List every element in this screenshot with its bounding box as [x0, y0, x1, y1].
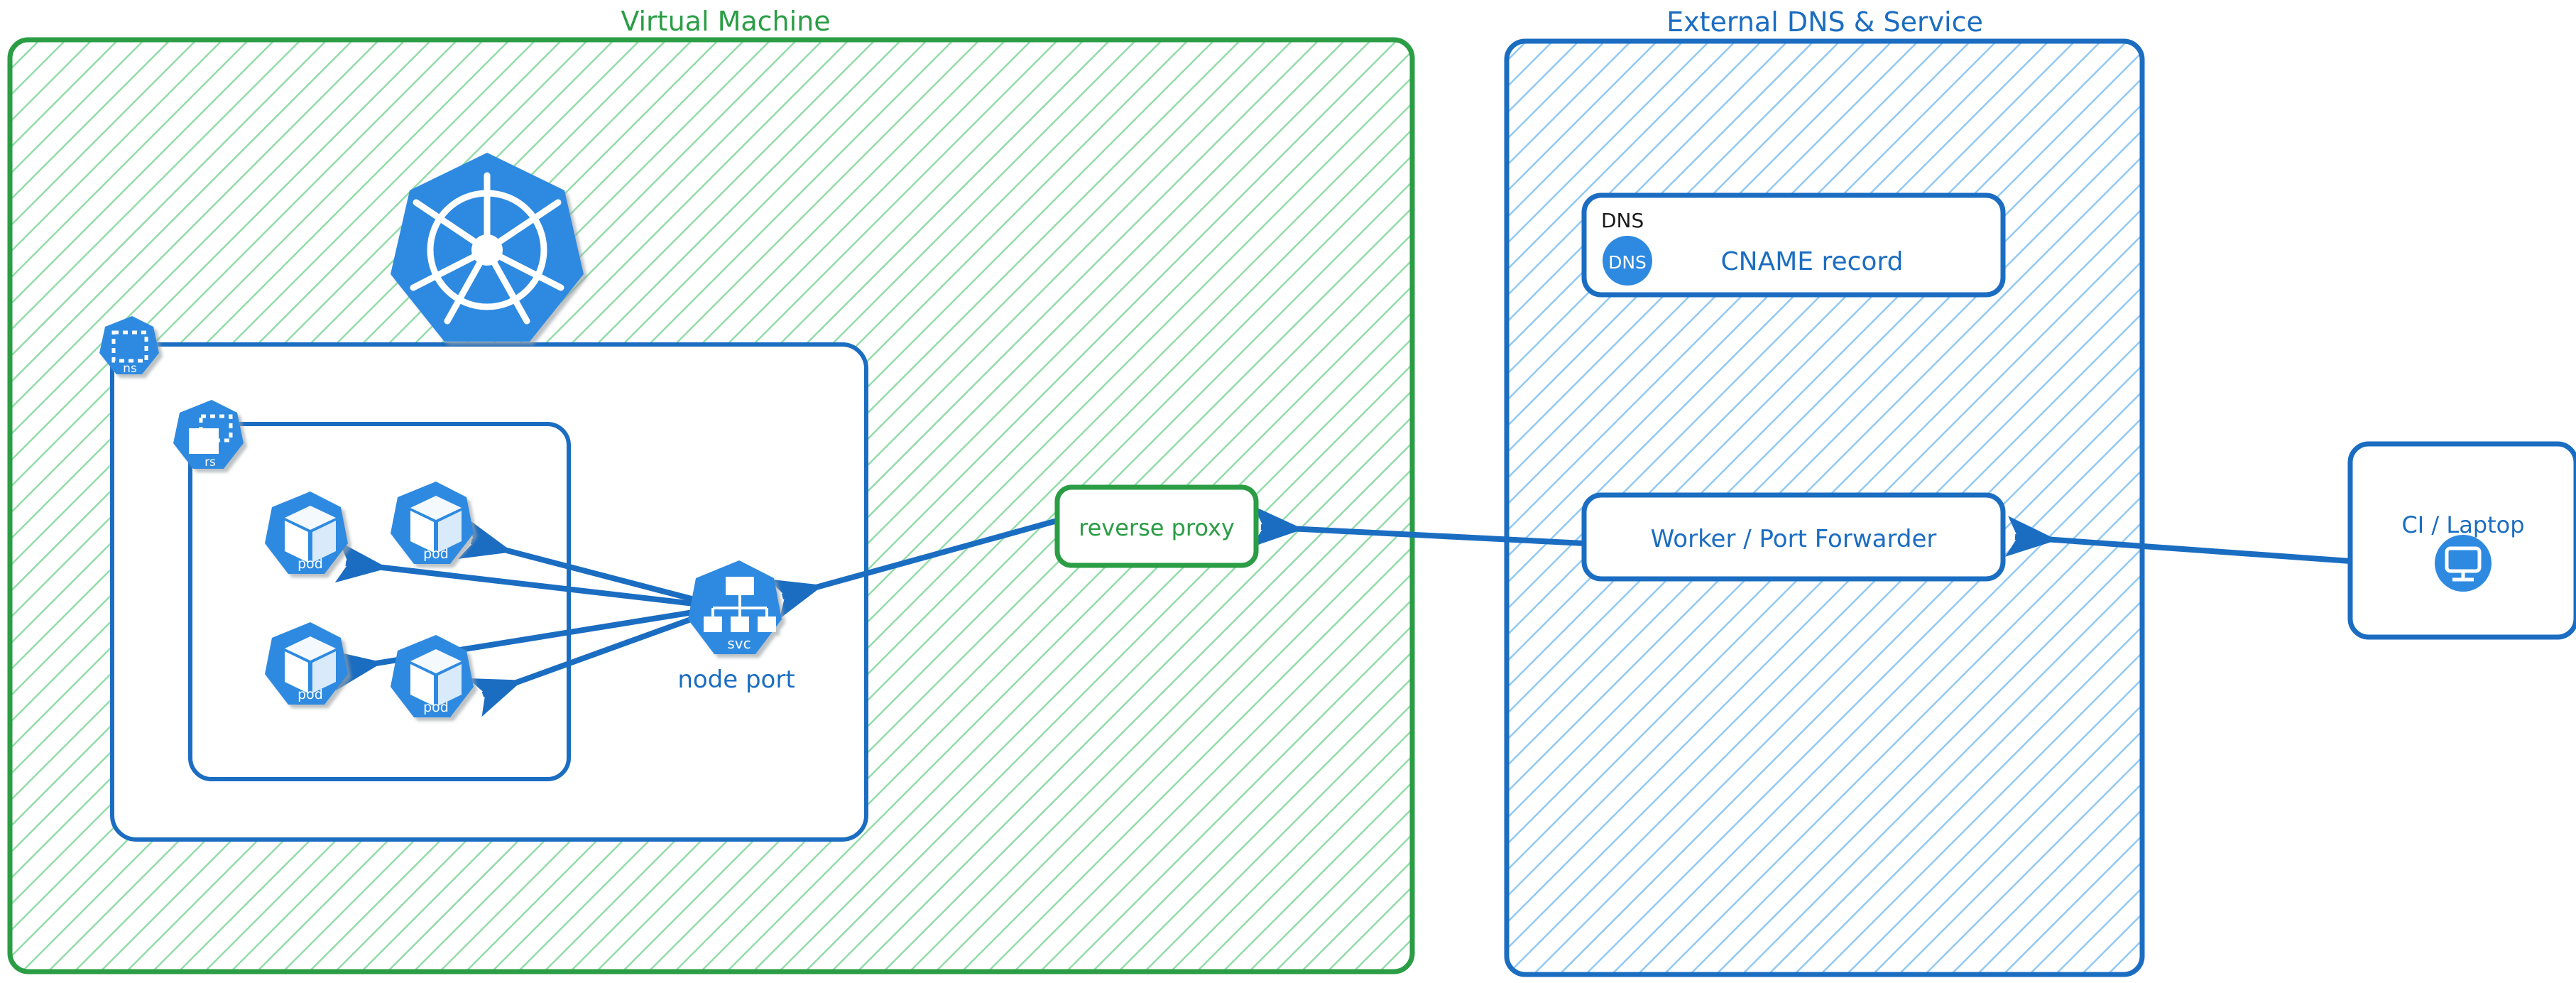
dns-card-frame: [1581, 192, 2006, 298]
dns-card[interactable]: DNS DNS CNAME record: [1581, 192, 2006, 298]
namespace-badge[interactable]: ns: [99, 316, 159, 376]
ext-panel-title: External DNS & Service: [1666, 6, 1983, 38]
rs-solid-square-icon: [189, 428, 219, 454]
kubernetes-logo[interactable]: [391, 153, 584, 342]
pod-4-label: pod: [423, 700, 449, 715]
pod-1-label: pod: [298, 556, 323, 572]
arrow-service-to-pod-2: [458, 519, 726, 610]
dns-icon-circle: [1603, 236, 1652, 286]
kubernetes-helm-icon: [410, 172, 564, 325]
arrow-reverse-proxy-to-service: [768, 518, 1059, 619]
svc-badge-label: svc: [727, 635, 751, 652]
rs-badge-label: rs: [204, 455, 216, 469]
ns-dashed-square-icon: [111, 330, 148, 363]
dns-card-title: CNAME record: [1721, 247, 1904, 276]
pod-2-label: pod: [423, 546, 449, 562]
pod-1[interactable]: pod: [265, 492, 348, 574]
monitor-icon: [2435, 535, 2492, 592]
pod-1-cube-icon: [285, 506, 336, 563]
replicaset-box-frame: [188, 422, 571, 781]
node-port-caption: node port: [677, 666, 795, 694]
reverse-proxy-frame: [1054, 484, 1259, 568]
service-node[interactable]: svc: [688, 560, 782, 654]
arrow-service-to-pod-4: [467, 604, 726, 717]
dns-card-kind-label: DNS: [1601, 209, 1644, 232]
ns-badge-label: ns: [123, 362, 137, 376]
svc-hierarchy-icon: [704, 577, 776, 632]
dns-icon-label: DNS: [1608, 252, 1647, 273]
ci-laptop-label: CI / Laptop: [2401, 511, 2524, 538]
monitor-icon-circle: [2435, 535, 2492, 592]
panel-external-dns-service[interactable]: External DNS & Service: [1504, 6, 2145, 977]
arrow-ci-laptop-to-worker: [2004, 516, 2351, 564]
reverse-proxy-box[interactable]: reverse proxy: [1054, 484, 1259, 568]
pod-2-cube-icon: [410, 496, 462, 553]
reverse-proxy-label: reverse proxy: [1079, 514, 1235, 541]
pod-3[interactable]: pod: [265, 622, 348, 705]
worker-card[interactable]: Worker / Port Forwarder: [1581, 492, 2006, 582]
vm-panel-title: Virtual Machine: [621, 6, 830, 37]
pod-3-cube-icon: [285, 636, 336, 693]
replicaset-box[interactable]: [188, 422, 571, 781]
pod-2[interactable]: pod: [391, 482, 474, 564]
arrow-worker-to-reverse-proxy: [1251, 506, 1585, 548]
pod-4-cube-icon: [410, 649, 462, 706]
ci-laptop-card[interactable]: CI / Laptop: [2347, 441, 2576, 640]
pod-3-label: pod: [298, 687, 323, 702]
worker-card-frame: [1581, 492, 2006, 582]
worker-card-label: Worker / Port Forwarder: [1651, 525, 1937, 553]
replicaset-badge[interactable]: rs: [173, 400, 244, 469]
arrow-service-to-pod-1: [334, 542, 725, 610]
pod-4[interactable]: pod: [391, 635, 474, 717]
